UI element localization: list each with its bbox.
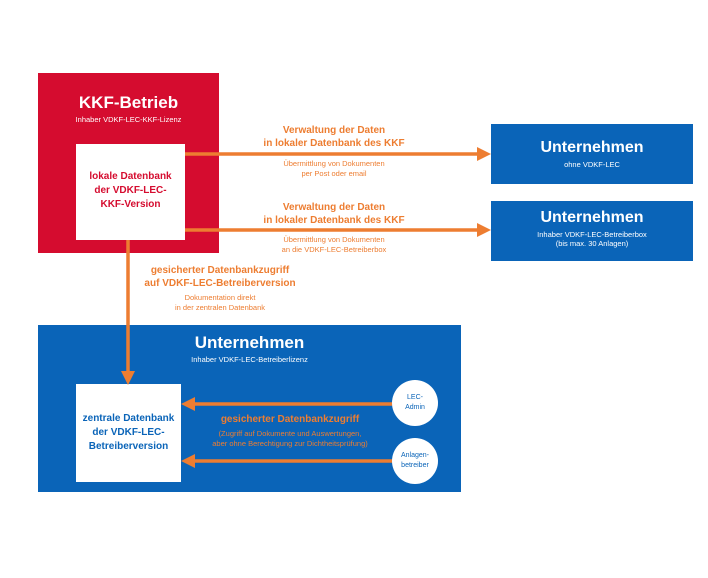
company-no-lec-subtitle: ohne VDKF-LEC [564,160,620,169]
arrow2-small-1: Übermittlung von Dokumenten [283,235,385,244]
local-db-line-2: der VDKF-LEC- [94,185,167,196]
arrow1-bold-2: in lokaler Datenbank des KKF [263,138,405,149]
local-db-line-1: lokale Datenbank [89,171,172,182]
arrow4-small-1: (Zugriff auf Dokumente und Auswertungen, [218,429,362,438]
lec-admin-line-1: LEC- [407,394,423,401]
kkf-title: KKF-Betrieb [78,93,179,112]
company-no-lec-title: Unternehmen [540,139,644,156]
arrow3-sublabel: Dokumentation direkt in der zentralen Da… [130,293,310,313]
arrow4-bold-1: gesicherter Datenbankzugriff [220,414,360,425]
company-betreiberbox-subtitle-2: (bis max. 30 Anlagen) [555,239,629,248]
arrowhead-company2 [477,223,491,237]
arrow2-sublabel: Übermittlung von Dokumenten an die VDKF-… [250,235,418,255]
arrow4-label: gesicherter Datenbankzugriff [195,413,385,426]
arrowhead-central-db-operator [181,454,195,468]
company-betreiberlizenz-subtitle: Inhaber VDKF-LEC-Betreiberlizenz [191,355,308,364]
central-db-line-3: Betreiberversion [88,441,169,452]
local-db-box: lokale Datenbank der VDKF-LEC- KKF-Versi… [76,144,185,240]
arrow2-bold-1: Verwaltung der Daten [282,202,386,213]
anlagenbetreiber-line-1: Anlagen- [400,452,430,459]
company-no-lec-box: Unternehmen ohne VDKF-LEC [491,124,693,184]
kkf-subtitle: Inhaber VDKF-LEC-KKF-Lizenz [75,115,182,124]
company-betreiberlizenz-title: Unternehmen [194,333,305,352]
anlagenbetreiber-circle: Anlagen- betreiber [392,438,438,484]
anlagenbetreiber-line-2: betreiber [401,462,429,469]
company-betreiberbox-box: Unternehmen Inhaber VDKF-LEC-Betreiberbo… [491,201,693,261]
arrow1-small-2: per Post oder email [301,169,367,178]
local-db-line-3: KKF-Version [100,199,161,210]
company-betreiberbox-title: Unternehmen [540,209,644,226]
central-db-line-1: zentrale Datenbank [82,413,175,424]
arrow2-label: Verwaltung der Daten in lokaler Datenban… [250,201,418,227]
arrow2-small-2: an die VDKF-LEC-Betreiberbox [281,245,387,254]
company-betreiberbox-subtitle-1: Inhaber VDKF-LEC-Betreiberbox [537,230,647,239]
arrow3-bold-1: gesicherter Datenbankzugriff [150,265,290,276]
arrow1-bold-1: Verwaltung der Daten [282,125,386,136]
arrowhead-central-db [121,371,135,385]
lec-admin-circle: LEC- Admin [392,380,438,426]
arrow4-small-2: aber ohne Berechtigung zur Dichtheitsprü… [212,439,368,448]
arrow4-sublabel: (Zugriff auf Dokumente und Auswertungen,… [195,429,385,449]
central-db-box: zentrale Datenbank der VDKF-LEC- Betreib… [76,384,181,482]
arrow3-label: gesicherter Datenbankzugriff auf VDKF-LE… [130,264,310,290]
arrow3-small-1: Dokumentation direkt [184,293,256,302]
lec-admin-line-2: Admin [405,404,425,411]
arrow2-bold-2: in lokaler Datenbank des KKF [263,215,405,226]
arrowhead-central-db-admin [181,397,195,411]
arrow3-small-2: in der zentralen Datenbank [174,303,266,312]
arrow3-bold-2: auf VDKF-LEC-Betreiberversion [144,278,296,289]
arrowhead-company1 [477,147,491,161]
central-db-line-2: der VDKF-LEC- [92,427,165,438]
arrow1-small-1: Übermittlung von Dokumenten [283,159,385,168]
arrow1-label: Verwaltung der Daten in lokaler Datenban… [250,124,418,150]
arrow1-sublabel: Übermittlung von Dokumenten per Post ode… [250,159,418,179]
